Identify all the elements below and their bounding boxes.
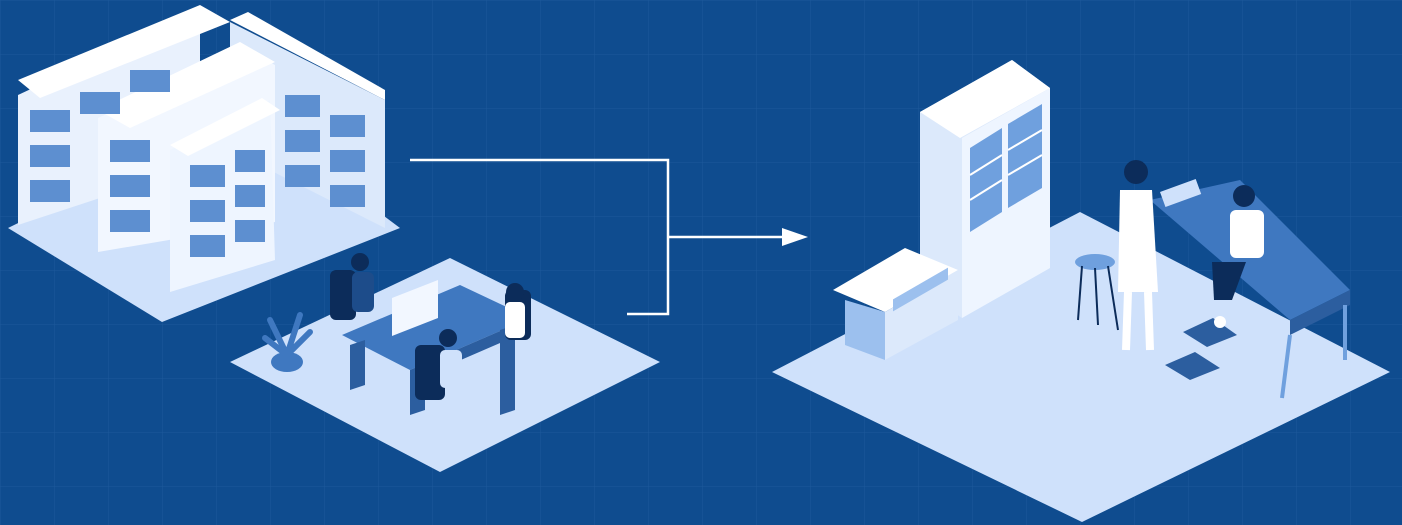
diagram-svg (0, 0, 1402, 525)
diagram-canvas (0, 0, 1402, 525)
